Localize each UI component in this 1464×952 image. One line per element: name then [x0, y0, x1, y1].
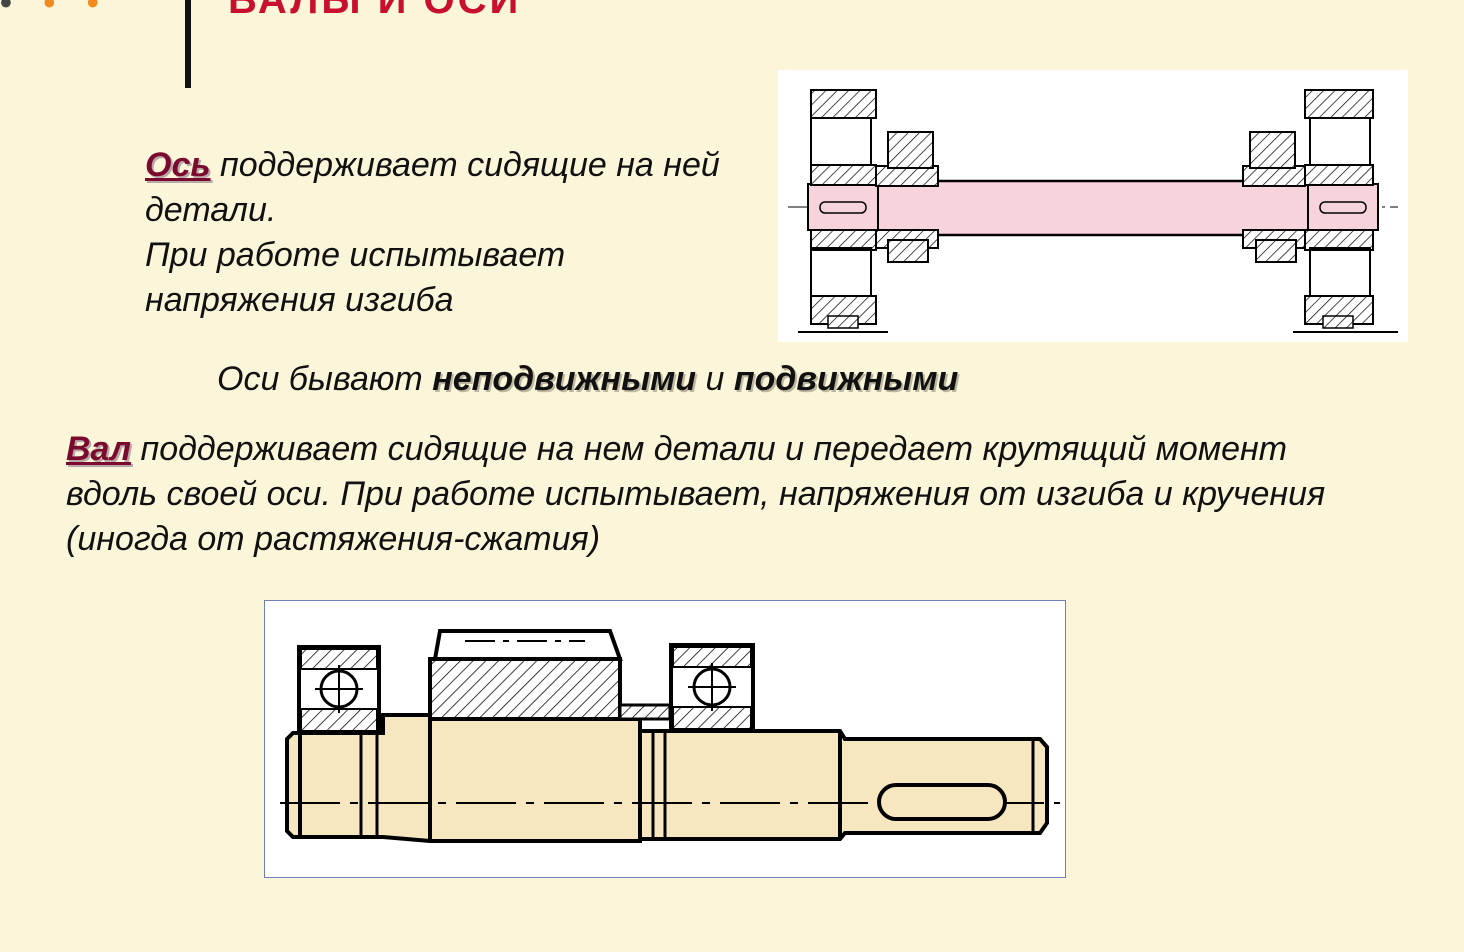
- axle-definition: Ось поддерживает сидящие на ней детали. …: [145, 143, 745, 323]
- axle-stress-text: При работе испытывает напряжения изгиба: [145, 236, 566, 319]
- axle-types-conjunction: и: [705, 360, 725, 398]
- axle-types-line: Оси бывают неподвижными и подвижными: [217, 357, 958, 402]
- header-bullet-3: •: [86, 0, 99, 22]
- axle-type-rotating: подвижными: [733, 360, 959, 398]
- header-bullets: • • •: [0, 0, 99, 20]
- slide-title: ВАЛЫ И ОСИ: [228, 0, 522, 22]
- header-bullet-2: •: [43, 0, 56, 22]
- axle-types-prefix: Оси бывают: [217, 360, 423, 398]
- axle-term: Ось: [145, 146, 211, 184]
- shaft-definition: Вал поддерживает сидящие на нем детали и…: [66, 427, 1326, 562]
- axle-diagram: [778, 70, 1408, 342]
- axle-type-stationary: неподвижными: [432, 360, 697, 398]
- header-divider: [185, 0, 191, 88]
- shaft-definition-text: поддерживает сидящие на нем детали и пер…: [66, 430, 1326, 558]
- axle-definition-text: поддерживает сидящие на ней детали.: [145, 146, 720, 229]
- shaft-diagram: [264, 600, 1066, 878]
- header-bullet-1: •: [0, 0, 12, 22]
- shaft-term: Вал: [66, 430, 132, 468]
